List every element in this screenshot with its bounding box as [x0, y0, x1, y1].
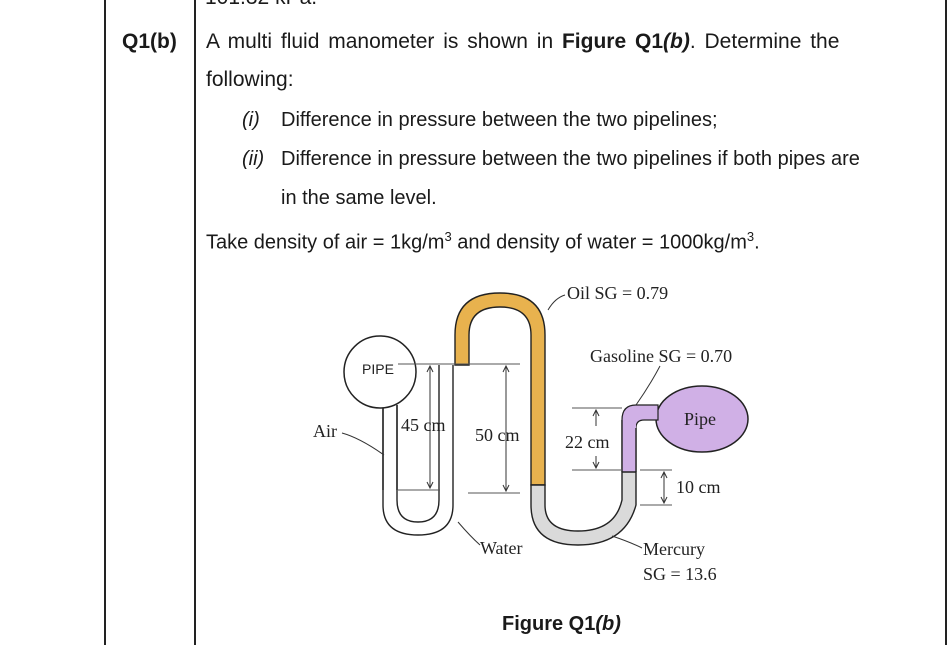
mercury-sg-label: SG = 13.6: [643, 564, 717, 584]
table-column-divider: [194, 0, 196, 645]
question-intro: A multi fluid manometer is shown in Figu…: [206, 30, 839, 54]
oil-column: [454, 292, 546, 486]
height-22cm-label: 22 cm: [565, 432, 610, 452]
intro-post: . Determine the: [689, 30, 840, 53]
item-i-marker: (i): [242, 109, 260, 131]
gasoline-column: [622, 420, 636, 472]
gasoline-label: Gasoline SG = 0.70: [590, 346, 732, 366]
intro-pre: A multi fluid manometer is shown in: [206, 30, 562, 53]
water-u-tube: [369, 365, 467, 549]
item-ii-text-line2: in the same level.: [281, 187, 437, 209]
height-45cm-label: 45 cm: [401, 415, 446, 435]
table-left-border: [104, 0, 106, 645]
given-data: Take density of air = 1kg/m3 and density…: [206, 229, 760, 254]
question-intro-line2: following:: [206, 68, 294, 91]
previous-line-fragment: 101.32 kPa.: [205, 0, 317, 10]
mercury-u-tube: [530, 471, 637, 546]
figure-reference: Figure Q1(b): [561, 30, 690, 53]
item-ii-text: Difference in pressure between the two p…: [281, 148, 860, 170]
height-10cm-label: 10 cm: [676, 477, 721, 497]
mercury-label: Mercury: [643, 539, 705, 559]
left-pipe: [343, 335, 417, 409]
item-i-text: Difference in pressure between the two p…: [281, 109, 718, 131]
height-50cm-label: 50 cm: [475, 425, 520, 445]
item-ii-marker: (ii): [242, 148, 265, 170]
water-label: Water: [480, 538, 523, 558]
left-pipe-label: PIPE: [362, 361, 394, 377]
oil-label: Oil SG = 0.79: [567, 283, 668, 303]
right-pipe-label: Pipe: [684, 409, 716, 429]
air-label: Air: [313, 421, 337, 441]
question-number: Q1(b): [122, 30, 177, 53]
table-right-border: [945, 0, 947, 645]
figure-caption: Figure Q1(b): [502, 613, 621, 635]
